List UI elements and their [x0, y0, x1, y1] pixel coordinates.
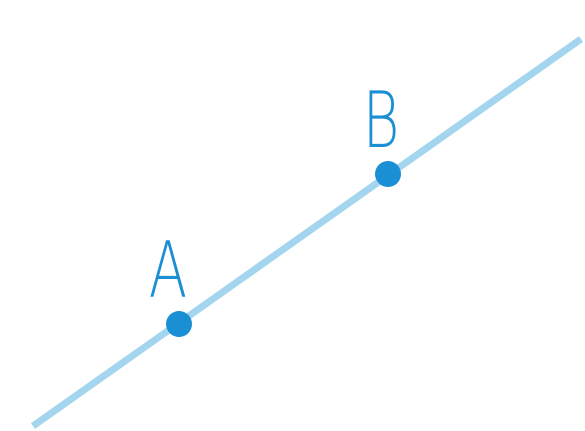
point-a-dot	[166, 311, 192, 337]
point-b-label: B	[363, 76, 400, 167]
line	[30, 36, 584, 429]
point-b-dot	[375, 161, 401, 187]
point-a-label: A	[149, 226, 187, 317]
